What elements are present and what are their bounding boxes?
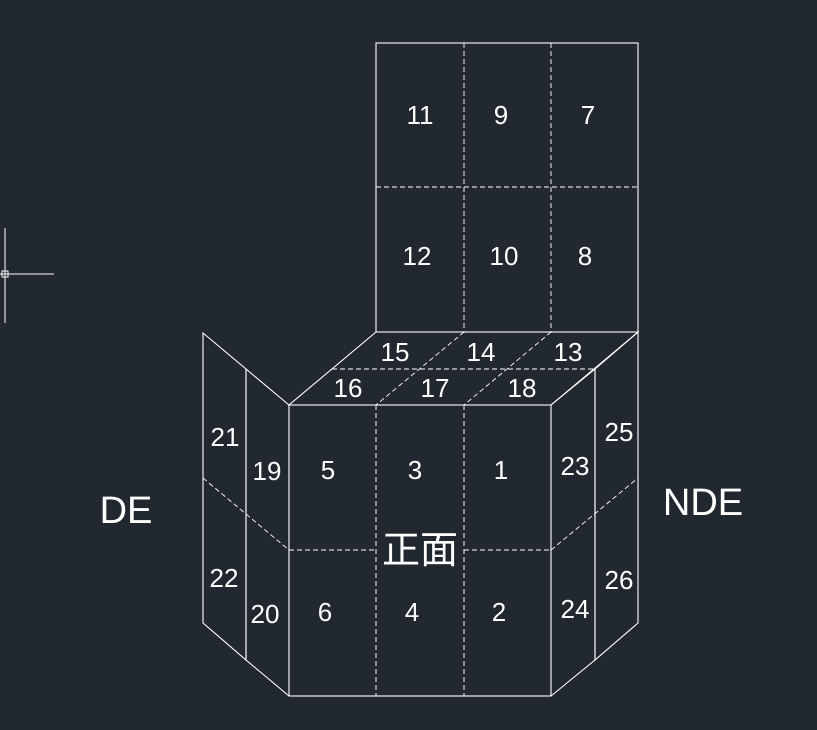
- panel-label-2: 2: [492, 597, 506, 627]
- panel-label-14: 14: [467, 337, 496, 367]
- panel-label-16: 16: [334, 373, 363, 403]
- upper-block: [375, 42, 639, 333]
- panel-label-6: 6: [318, 597, 332, 627]
- front-label-backdrop: [378, 530, 462, 572]
- crosshair-cursor-icon: [0, 228, 54, 323]
- left-side-flaps: [202, 331, 290, 697]
- panel-label-25: 25: [605, 417, 634, 447]
- panel-label-8: 8: [578, 241, 592, 271]
- panel-label-24: 24: [561, 594, 590, 624]
- panel-label-9: 9: [494, 100, 508, 130]
- panel-label-19: 19: [253, 456, 282, 486]
- panel-label-13: 13: [554, 337, 583, 367]
- panel-label-5: 5: [321, 455, 335, 485]
- panel-label-1: 1: [494, 455, 508, 485]
- panel-label-12: 12: [403, 241, 432, 271]
- panel-label-15: 15: [381, 337, 410, 367]
- right-side-flaps: [550, 330, 639, 697]
- panel-label-20: 20: [251, 599, 280, 629]
- panel-label-4: 4: [405, 597, 419, 627]
- panel-label-18: 18: [508, 373, 537, 403]
- front-face-label: 正面: [382, 528, 458, 572]
- panel-label-11: 11: [407, 100, 434, 130]
- front-face: [288, 404, 552, 697]
- panel-label-10: 10: [490, 241, 519, 271]
- panel-label-26: 26: [605, 565, 634, 595]
- de-side-label: DE: [100, 490, 153, 532]
- nde-side-label: NDE: [663, 482, 743, 524]
- panel-label-7: 7: [581, 100, 595, 130]
- panel-label-22: 22: [210, 563, 239, 593]
- panel-numbers: 11 9 7 12 10 8 15 14 13 16 17 18 5 3 1 6…: [210, 100, 634, 629]
- panel-label-21: 21: [211, 422, 240, 452]
- panel-label-3: 3: [408, 455, 422, 485]
- panel-label-17: 17: [421, 373, 450, 403]
- panel-label-23: 23: [561, 451, 590, 481]
